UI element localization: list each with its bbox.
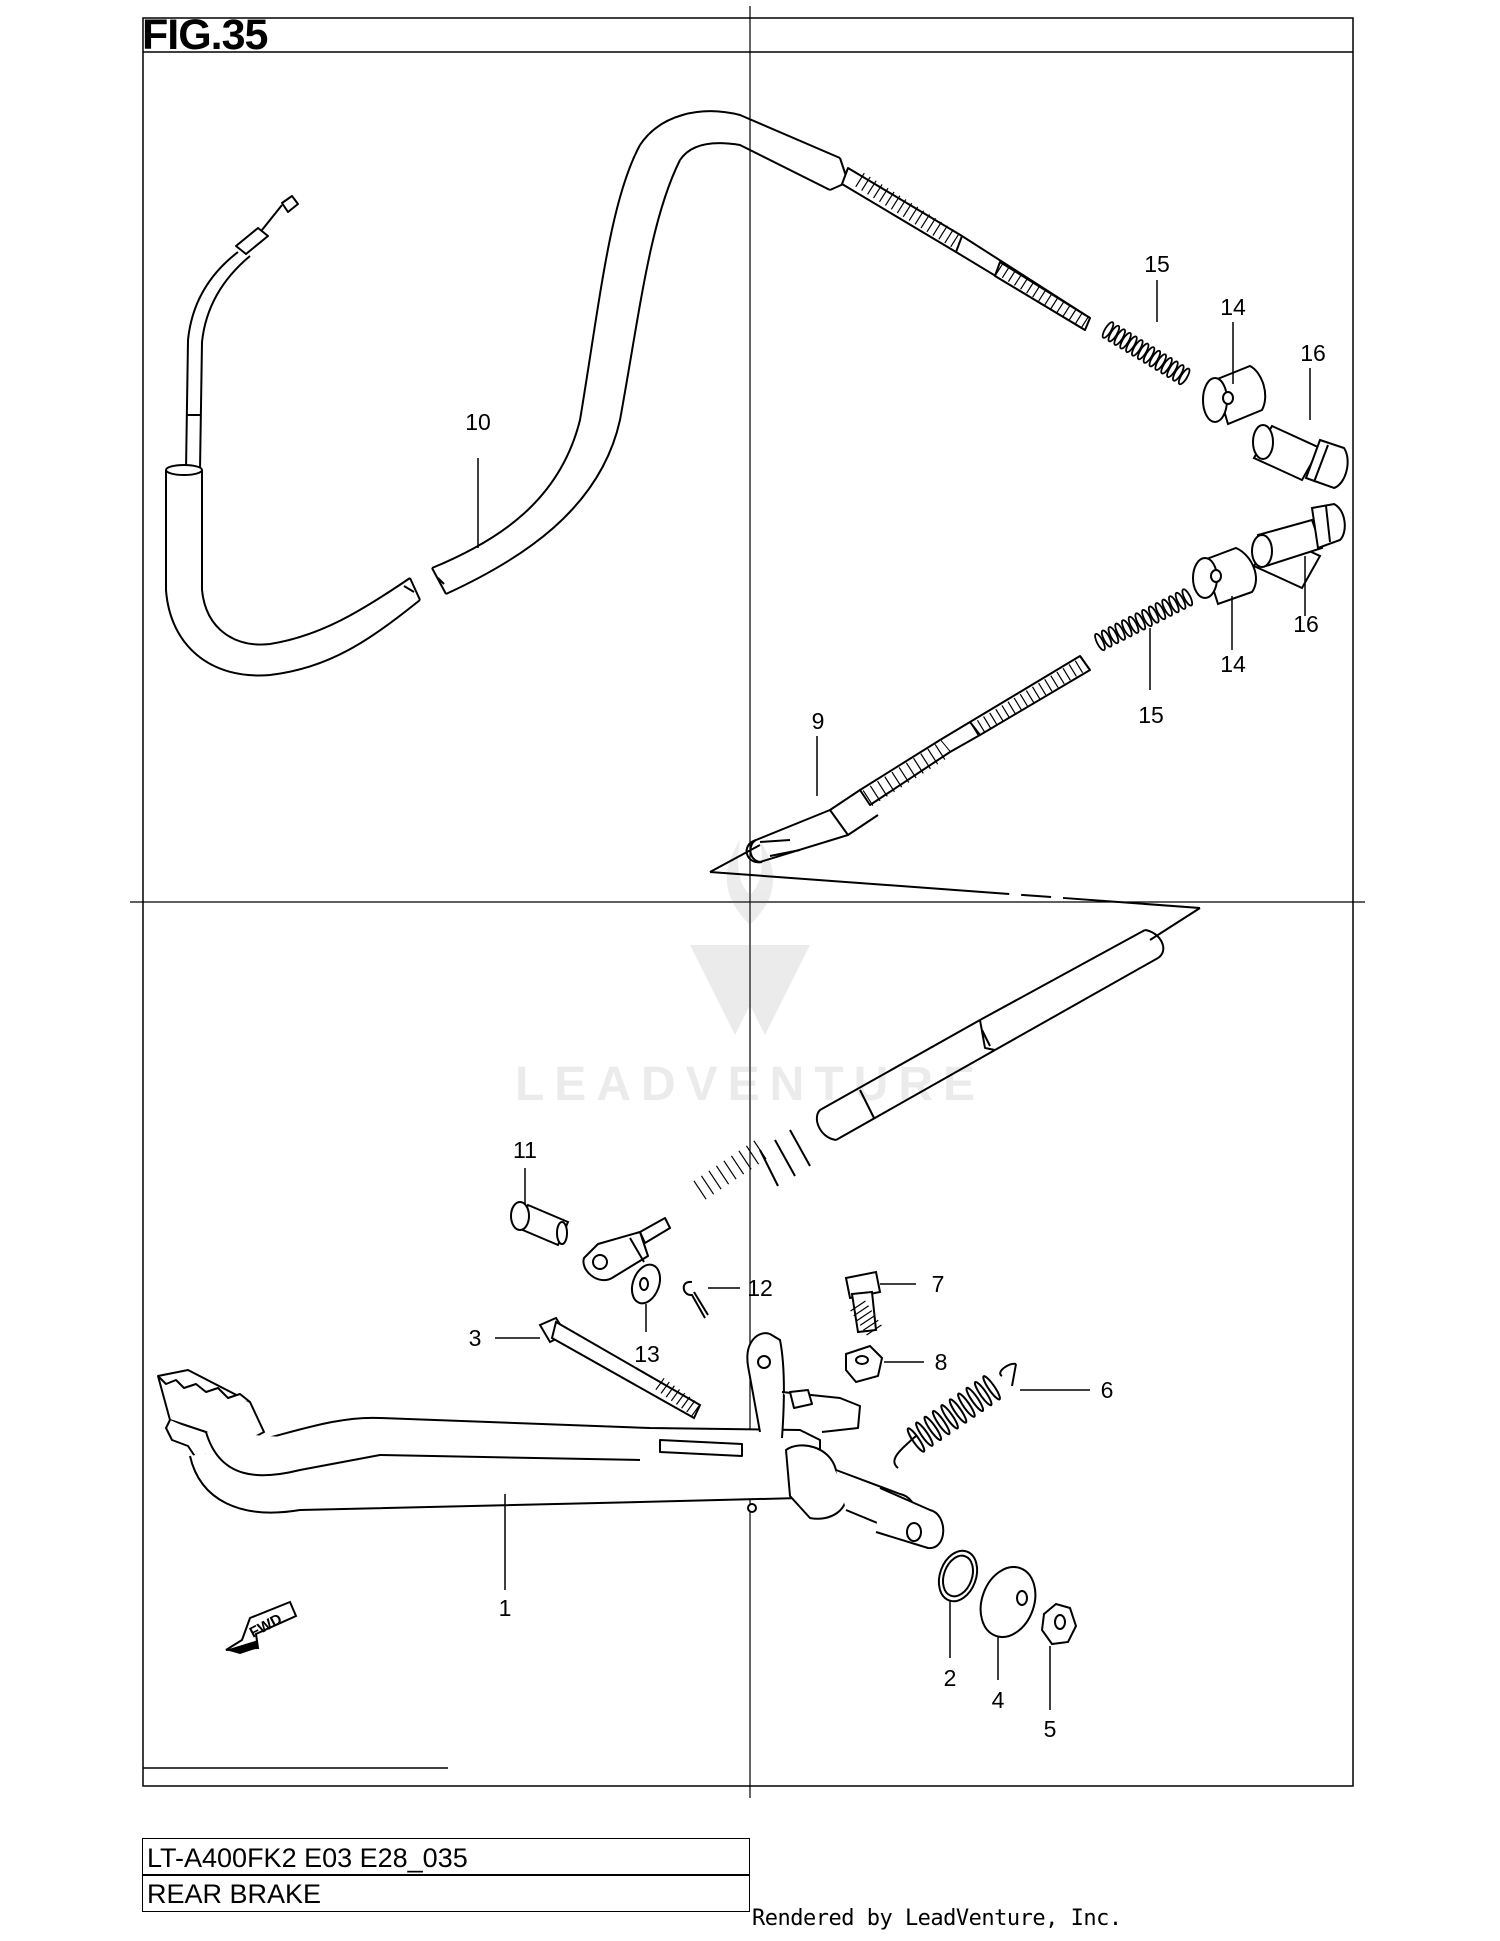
section-name: REAR BRAKE bbox=[147, 1879, 322, 1909]
model-code: LT-A400FK2 E03 E28_035 bbox=[147, 1843, 468, 1873]
callout-12: 12 bbox=[747, 1275, 773, 1301]
part-11-clevis-pin[interactable] bbox=[510, 1201, 570, 1247]
part-5-nut[interactable] bbox=[1040, 1602, 1078, 1646]
callout-14-upper: 14 bbox=[1220, 294, 1246, 320]
callout-8: 8 bbox=[935, 1349, 948, 1375]
part-4-washer[interactable] bbox=[971, 1559, 1044, 1644]
watermark-text: LEADVENTURE bbox=[515, 1058, 985, 1111]
part-10-front-brake-cable[interactable] bbox=[165, 110, 1091, 677]
callout-2: 2 bbox=[944, 1665, 957, 1691]
callout-1: 1 bbox=[499, 1595, 512, 1621]
fwd-direction-arrow: FWD bbox=[225, 1600, 298, 1654]
callout-7: 7 bbox=[932, 1271, 945, 1297]
part-9-rear-brake-cable[interactable] bbox=[582, 655, 1201, 1281]
part-2-o-ring[interactable] bbox=[932, 1545, 984, 1606]
callout-11: 11 bbox=[513, 1137, 537, 1163]
callout-15-upper: 15 bbox=[1144, 251, 1170, 277]
part-1-brake-pedal[interactable] bbox=[157, 1332, 945, 1550]
model-code-box: LT-A400FK2 E03 E28_035 bbox=[142, 1838, 750, 1876]
part-8-nut[interactable] bbox=[845, 1344, 884, 1384]
part-3-pivot-bolt[interactable] bbox=[538, 1316, 702, 1420]
callout-5: 5 bbox=[1044, 1716, 1057, 1742]
callout-16-lower: 16 bbox=[1293, 611, 1319, 637]
part-16-upper-pin[interactable] bbox=[1252, 424, 1349, 490]
callout-15-lower: 15 bbox=[1138, 702, 1164, 728]
part-13-washer[interactable] bbox=[627, 1261, 665, 1307]
rendered-by-credit: Rendered by LeadVenture, Inc. bbox=[752, 1906, 1122, 1931]
callout-14-lower: 14 bbox=[1220, 651, 1246, 677]
callout-13: 13 bbox=[634, 1341, 660, 1367]
part-15-lower-spring[interactable] bbox=[1093, 588, 1194, 652]
part-16-lower-pin[interactable] bbox=[1251, 502, 1346, 590]
callout-10: 10 bbox=[465, 409, 491, 435]
part-15-upper-spring[interactable] bbox=[1101, 321, 1192, 386]
callout-9: 9 bbox=[812, 708, 825, 734]
part-7-bolt[interactable] bbox=[844, 1270, 882, 1336]
section-name-box: REAR BRAKE bbox=[142, 1874, 750, 1912]
part-14-lower-joint[interactable] bbox=[1192, 546, 1257, 606]
callout-3: 3 bbox=[469, 1325, 482, 1351]
figure-title: FIG.35 bbox=[142, 11, 268, 59]
callout-labels: 10 15 14 16 16 14 15 9 11 12 13 3 7 8 6 … bbox=[465, 251, 1326, 1742]
callout-6: 6 bbox=[1101, 1377, 1114, 1403]
callout-4: 4 bbox=[992, 1687, 1005, 1713]
part-14-upper-joint[interactable] bbox=[1202, 364, 1267, 426]
part-12-cotter-pin[interactable] bbox=[682, 1280, 709, 1319]
leader-lines bbox=[477, 280, 1311, 1710]
callout-16-upper: 16 bbox=[1300, 340, 1326, 366]
part-6-return-spring[interactable] bbox=[893, 1362, 1017, 1469]
